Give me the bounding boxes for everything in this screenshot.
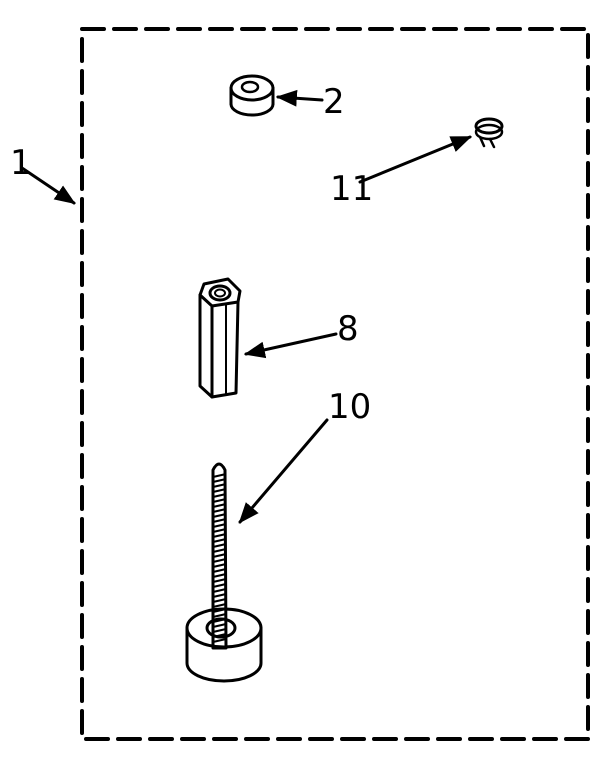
thread-line bbox=[212, 498, 227, 503]
thread-line bbox=[212, 548, 227, 553]
thread-line bbox=[212, 473, 227, 478]
leader-8 bbox=[243, 332, 338, 359]
thread-line bbox=[212, 513, 227, 518]
stud-threads bbox=[212, 473, 227, 643]
thread-line bbox=[212, 578, 227, 583]
callout-8: 8 bbox=[337, 309, 359, 349]
leader-10 bbox=[238, 418, 329, 524]
thread-line bbox=[212, 583, 227, 588]
thread-line bbox=[212, 633, 227, 638]
callout-1: 1 bbox=[10, 143, 32, 183]
thread-line bbox=[212, 618, 227, 623]
thread-line bbox=[212, 588, 227, 593]
thread-line bbox=[212, 563, 227, 568]
thread-line bbox=[212, 573, 227, 578]
clip-part bbox=[474, 117, 504, 149]
thread-line bbox=[212, 553, 227, 558]
thread-line bbox=[212, 493, 227, 498]
thread-line bbox=[212, 598, 227, 603]
thread-line bbox=[212, 508, 227, 513]
callout-2: 2 bbox=[323, 82, 345, 122]
callout-11: 11 bbox=[330, 169, 373, 209]
leader-2 bbox=[275, 89, 324, 107]
thread-line bbox=[212, 478, 227, 483]
callout-10: 10 bbox=[328, 387, 371, 427]
thread-line bbox=[212, 528, 227, 533]
thread-line bbox=[212, 568, 227, 573]
leader-11 bbox=[358, 135, 472, 184]
hex-standoff-part bbox=[198, 277, 242, 399]
thread-line bbox=[212, 558, 227, 563]
thread-line bbox=[212, 518, 227, 523]
thread-line bbox=[212, 523, 227, 528]
thread-line bbox=[212, 623, 227, 628]
thread-line bbox=[212, 503, 227, 508]
thread-line bbox=[212, 603, 227, 608]
thread-line bbox=[212, 613, 227, 618]
thread-line bbox=[212, 543, 227, 548]
thread-line bbox=[212, 483, 227, 488]
threaded-stud-part bbox=[185, 462, 263, 683]
thread-line bbox=[212, 533, 227, 538]
thread-line bbox=[212, 538, 227, 543]
thread-line bbox=[212, 628, 227, 633]
thread-line bbox=[212, 488, 227, 493]
washer-part bbox=[229, 74, 275, 117]
thread-line bbox=[212, 608, 227, 613]
thread-line bbox=[212, 638, 227, 643]
thread-line bbox=[212, 593, 227, 598]
leader-1 bbox=[20, 166, 76, 205]
kit-boundary bbox=[80, 27, 590, 741]
